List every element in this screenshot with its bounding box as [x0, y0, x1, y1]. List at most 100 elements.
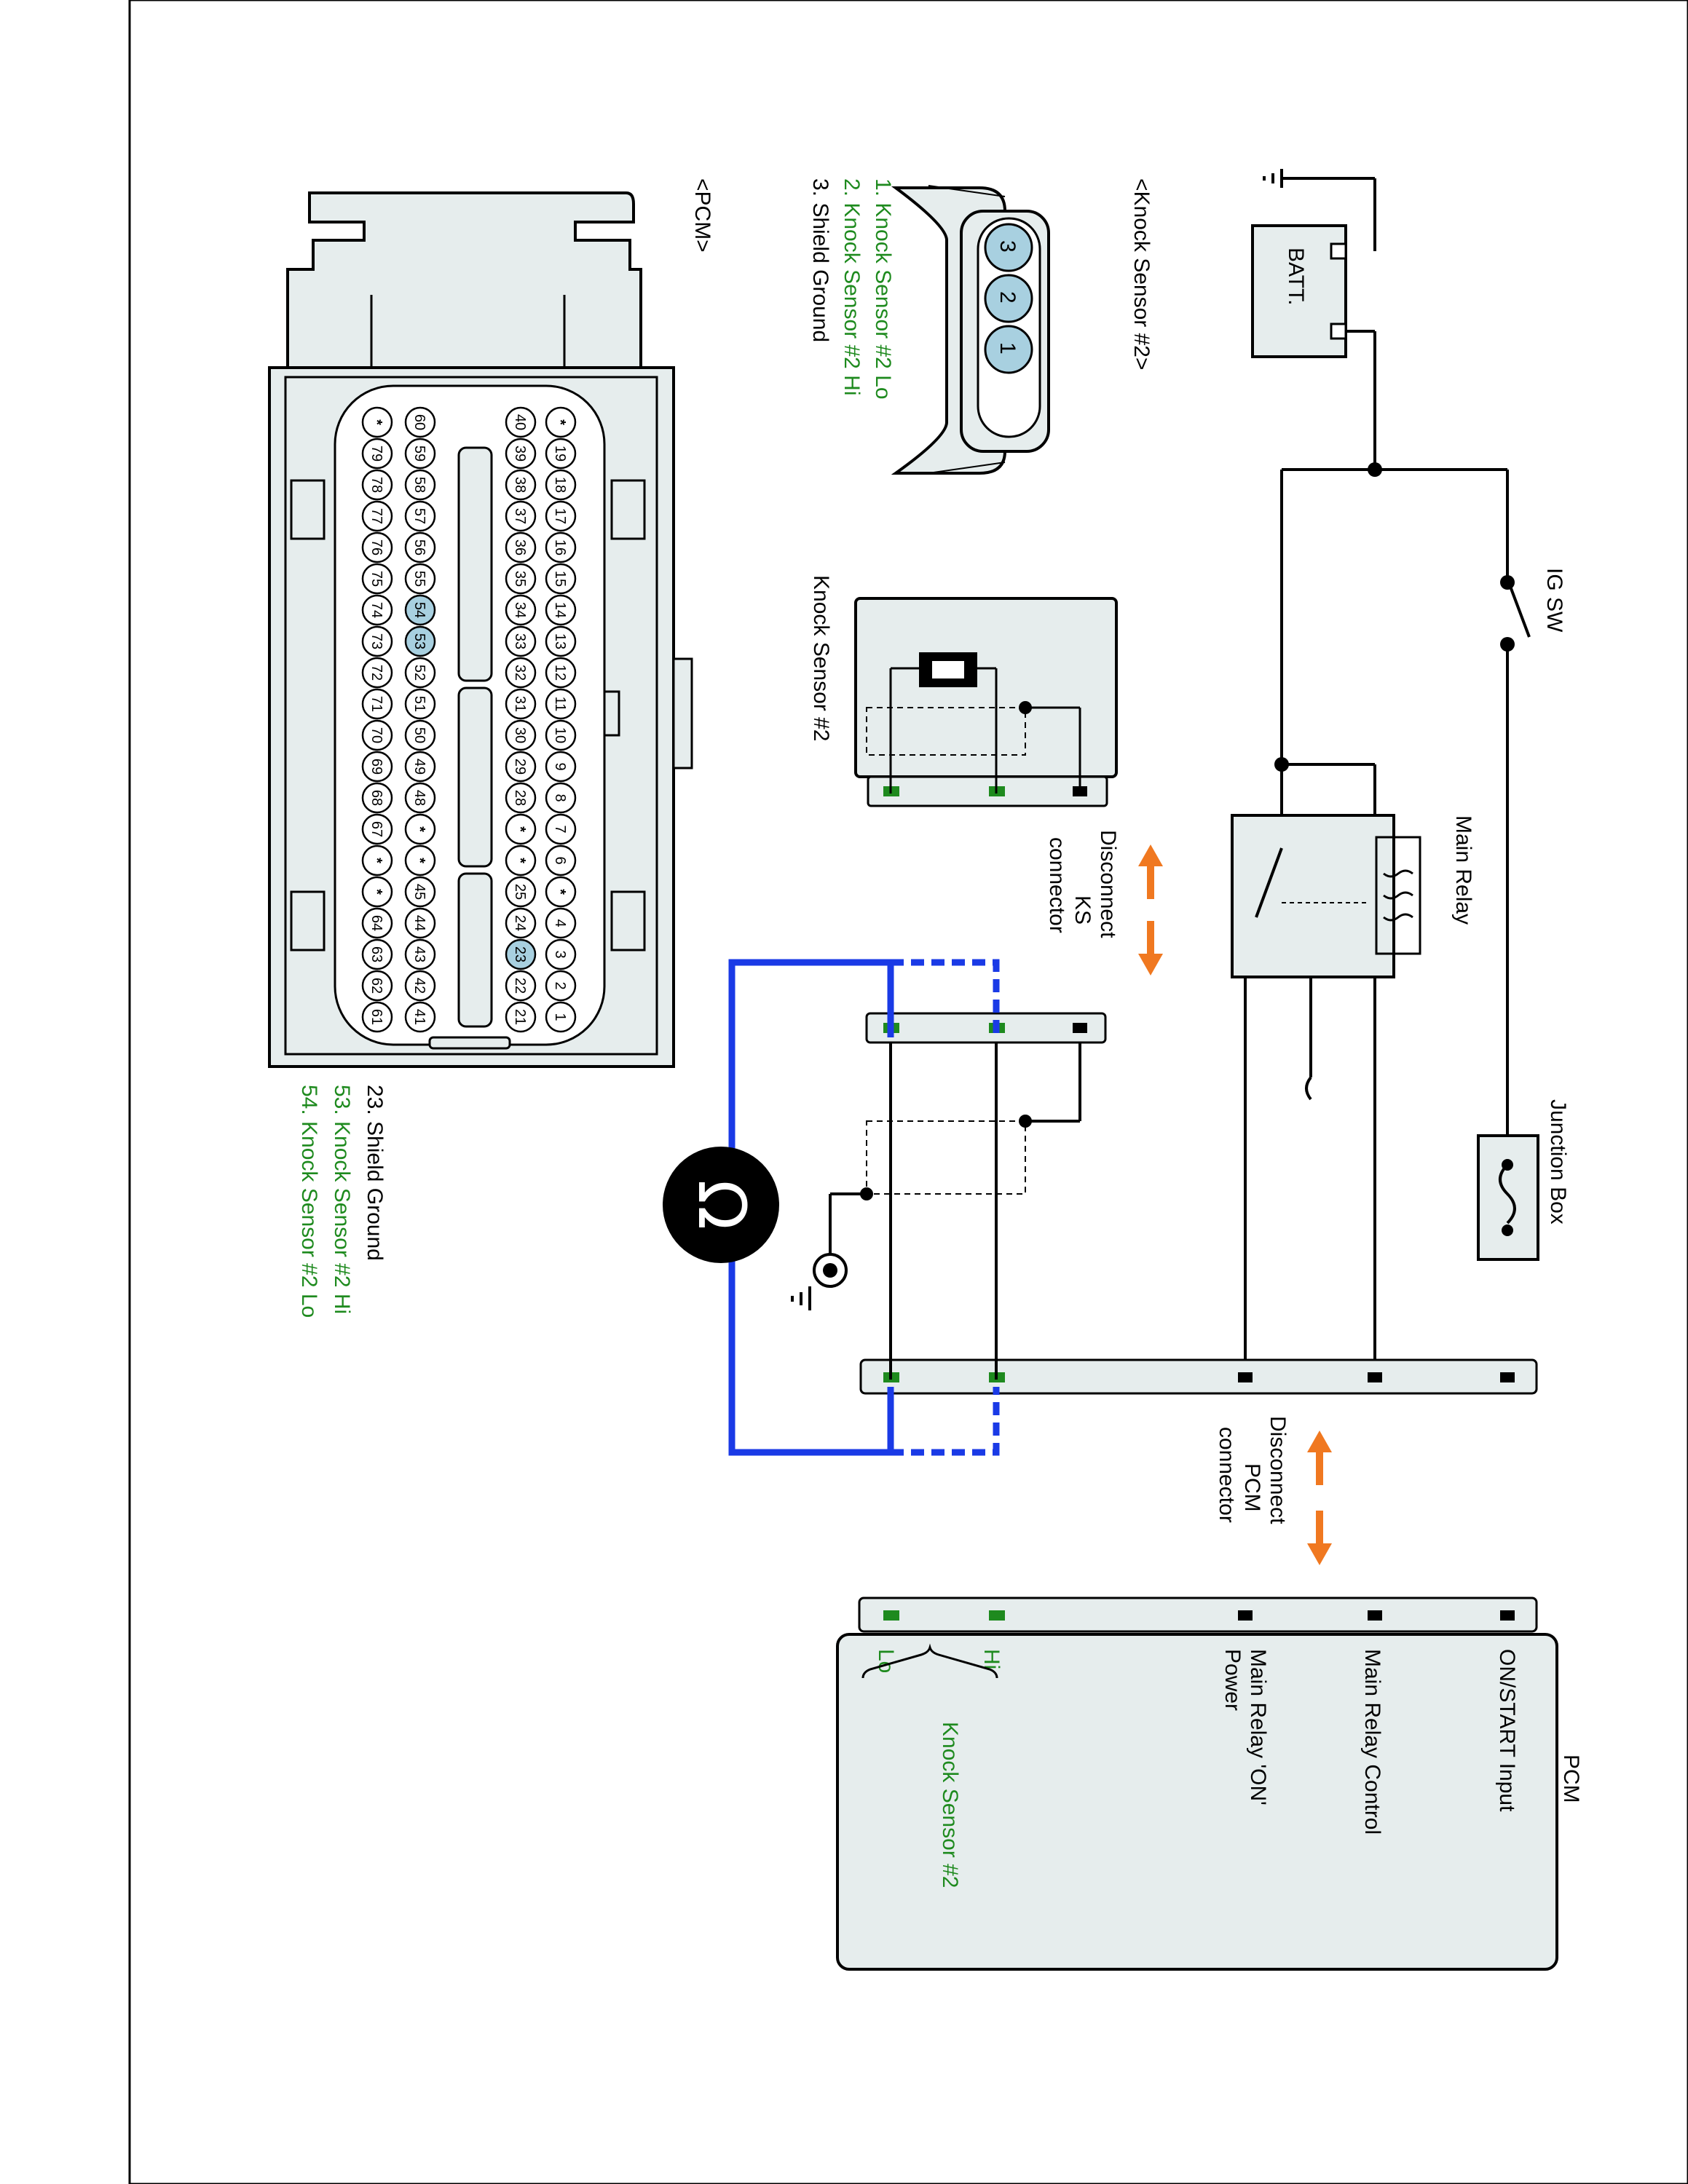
pcm-pin-circle — [505, 469, 537, 501]
pcm-pin-circle — [404, 970, 436, 1002]
pcm-pin-circle — [361, 438, 393, 470]
pcm-pin-label: 50 — [411, 727, 427, 743]
pcm-pin-circle — [361, 531, 393, 563]
pcm-pin-circle — [545, 938, 577, 970]
pcm-pin-circle — [361, 469, 393, 501]
pcm-pin-circle — [545, 1001, 577, 1033]
pcm-pin-label: 1 — [552, 1013, 568, 1021]
pcm-pin-circle — [361, 719, 393, 751]
pcm-ks-label: Knock Sensor #2 — [938, 1722, 962, 1888]
pcm-pin-circle — [361, 938, 393, 970]
pcm-pin-label: 18 — [552, 477, 568, 493]
pcm-pin-circle — [404, 907, 436, 939]
pcm-pin-label: 58 — [411, 477, 427, 493]
ks-harness-connector — [865, 1012, 1107, 1044]
pcm-pin-circle — [545, 782, 577, 814]
pcm-pin-circle — [404, 1001, 436, 1033]
pcm-pin-label: 4 — [552, 919, 568, 927]
pcm-pin-circle — [404, 688, 436, 720]
pcm-pin-circle — [505, 406, 537, 438]
pcm-pin-circle — [361, 813, 393, 845]
ks-pin-3: 3 — [995, 240, 1019, 253]
pcm-pin-label: 64 — [368, 915, 384, 931]
pcm-pin-label: 28 — [512, 790, 528, 806]
pcm-pin-label: 55 — [411, 571, 427, 587]
pcm-pin-label: 31 — [512, 696, 528, 712]
pcm-pin-circle — [361, 876, 393, 908]
pcm-pin-circle — [505, 1001, 537, 1033]
pcm-pin-label: 33 — [512, 633, 528, 649]
pcm-harness-connector — [859, 1358, 1538, 1395]
pcm-pin-label: 79 — [368, 446, 384, 462]
pcm-pin-circle — [404, 782, 436, 814]
pcm-pin-label: 44 — [411, 915, 427, 931]
pcm-pin-circle — [505, 876, 537, 908]
pcm-pin-label: 72 — [368, 665, 384, 681]
pcm-pin-label: 30 — [512, 727, 528, 743]
pcm-pin-circle — [404, 594, 436, 626]
pcm-pin-label: 60 — [411, 414, 427, 430]
pcm-pin-label: 38 — [512, 477, 528, 493]
pcm-pin-label: 43 — [411, 946, 427, 962]
pcm-pin-circle — [361, 782, 393, 814]
battery-label: BATT. — [1284, 248, 1308, 305]
pcm-pin-circle — [505, 970, 537, 1002]
pcm-pin-circle — [361, 844, 393, 877]
pcm-pin-label: 25 — [512, 884, 528, 900]
pcm-pin-circle — [404, 876, 436, 908]
main-relay-label: Main Relay — [1451, 815, 1475, 925]
pcm-pin-circle — [545, 876, 577, 908]
pcm-pin-circle — [404, 657, 436, 689]
pcm-pin-circle — [505, 563, 537, 595]
pcm-pin-label: 6 — [552, 856, 568, 864]
pcm-pin-label: 35 — [512, 571, 528, 587]
pcm-pin-label: 75 — [368, 571, 384, 587]
pcm-pin-circle — [545, 625, 577, 657]
pcm-pin-circle — [404, 469, 436, 501]
pcm-pin-label: 10 — [552, 727, 568, 743]
pcm-pin-label: 29 — [512, 759, 528, 775]
pcm-pin-circle — [505, 688, 537, 720]
pcm-pin-circle — [361, 625, 393, 657]
pcm-pin-lo: Lo — [874, 1649, 898, 1673]
pcm-pin-circle — [404, 500, 436, 532]
power-circuit — [1244, 169, 1531, 1380]
pcm-pin-circle — [404, 563, 436, 595]
pcm-pin-circle — [505, 938, 537, 970]
pcm-pin-label: * — [368, 889, 384, 895]
pcm-pin-circle — [505, 719, 537, 751]
pcm-pin-power: Power — [1220, 1649, 1245, 1711]
svg-text:Ω: Ω — [683, 1180, 760, 1230]
pcm-pin-circle — [545, 531, 577, 563]
pcm-pin-circle — [505, 657, 537, 689]
pcm-pin-label: 41 — [411, 1009, 427, 1025]
pcm-pin-label: * — [368, 858, 384, 863]
pcm-pin-label: 52 — [411, 665, 427, 681]
pcm-pin-label: * — [552, 419, 568, 425]
pcm-pin-label: 39 — [512, 446, 528, 462]
pcm-pin-main-relay-control: Main Relay Control — [1360, 1649, 1384, 1835]
pcm-pin-circle — [404, 751, 436, 783]
pcm-pin-label: * — [411, 826, 427, 832]
pcm-pin-label: 76 — [368, 539, 384, 555]
pcm-pin-circle — [545, 688, 577, 720]
pcm-pin-label: 78 — [368, 477, 384, 493]
pcm-pin-label: 51 — [411, 696, 427, 712]
pcm-pin-circle — [404, 813, 436, 845]
pcm-pin-circle — [545, 970, 577, 1002]
pcm-pin-label: 54 — [411, 602, 427, 618]
disconnect-pcm-line3: connector — [1215, 1427, 1239, 1523]
pcm-pin-label: 34 — [512, 602, 528, 618]
pcm-pin-label: 11 — [552, 697, 568, 712]
pcm-pin-label: * — [512, 858, 528, 863]
pcm-pin-label: * — [512, 826, 528, 832]
pcm-pin-circle — [404, 531, 436, 563]
pcm-pin-circle — [545, 907, 577, 939]
disconnect-pcm-line1: Disconnect — [1266, 1416, 1290, 1524]
pcm-pin-label: 70 — [368, 727, 384, 743]
pcm-pin-label: 13 — [552, 633, 568, 649]
pcm-pin-circle — [361, 907, 393, 939]
pcm-pin-label: 67 — [368, 821, 384, 837]
pcm-connector-pins: *191817161514131211109876*43214039383736… — [361, 406, 577, 1033]
pcm-pin-label: 8 — [552, 794, 568, 802]
